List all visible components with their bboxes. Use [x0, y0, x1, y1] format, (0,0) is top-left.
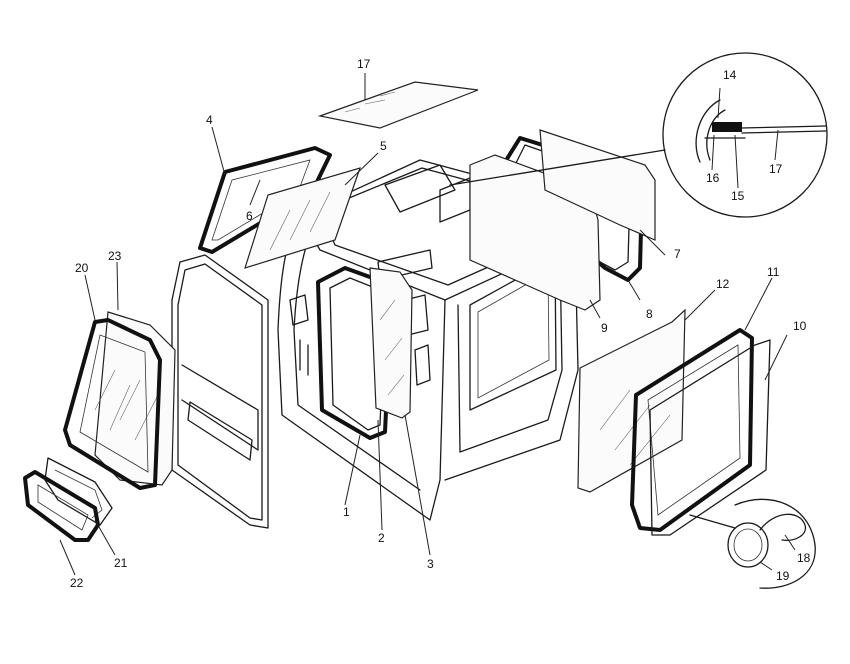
callout-14: 14	[723, 68, 737, 82]
callout-5: 5	[380, 139, 387, 153]
callout-22: 22	[70, 576, 84, 590]
callout-6: 6	[246, 209, 253, 223]
callout-12: 12	[716, 277, 730, 291]
callout-17-detail: 17	[769, 162, 783, 176]
callout-18: 18	[797, 551, 811, 565]
cab-door	[171, 254, 269, 529]
callout-1: 1	[343, 505, 350, 519]
callout-11: 11	[767, 265, 780, 279]
callout-16: 16	[706, 171, 720, 185]
callout-19: 19	[776, 569, 790, 583]
callout-2: 2	[378, 531, 385, 545]
windshield-glass-3	[369, 267, 413, 419]
rear-glass-9	[469, 129, 656, 311]
callout-leaders	[59, 73, 796, 576]
windshield-seal-1	[316, 266, 394, 440]
roof-glass-panel	[317, 81, 479, 129]
seal-detail-inset-top	[449, 52, 828, 218]
side-seal-10	[649, 339, 771, 536]
callout-15: 15	[731, 189, 745, 203]
callout-21: 21	[114, 556, 128, 570]
front-top-glass-5	[244, 167, 361, 269]
front-top-seal-4	[198, 146, 332, 254]
small-window-seal-22	[23, 470, 100, 542]
seal-detail-inset-bottom	[689, 498, 816, 589]
callout-7: 7	[674, 247, 681, 261]
callout-10: 10	[793, 319, 807, 333]
callout-20: 20	[75, 261, 89, 275]
windshield-seal-2	[329, 277, 386, 431]
side-glass-12	[577, 308, 686, 493]
callout-17-roof: 17	[357, 57, 371, 71]
callout-23: 23	[108, 249, 122, 263]
callout-4: 4	[206, 113, 213, 127]
rear-left-seal-20	[63, 318, 162, 490]
side-seal-11	[630, 328, 754, 532]
callout-9: 9	[601, 321, 608, 335]
small-window-21	[44, 457, 113, 526]
callout-3: 3	[427, 557, 434, 571]
callout-labels: 1 2 3 4 5 6 7 8 9 10 11 12 14 15 16 17 1…	[70, 57, 811, 590]
callout-8: 8	[646, 307, 653, 321]
